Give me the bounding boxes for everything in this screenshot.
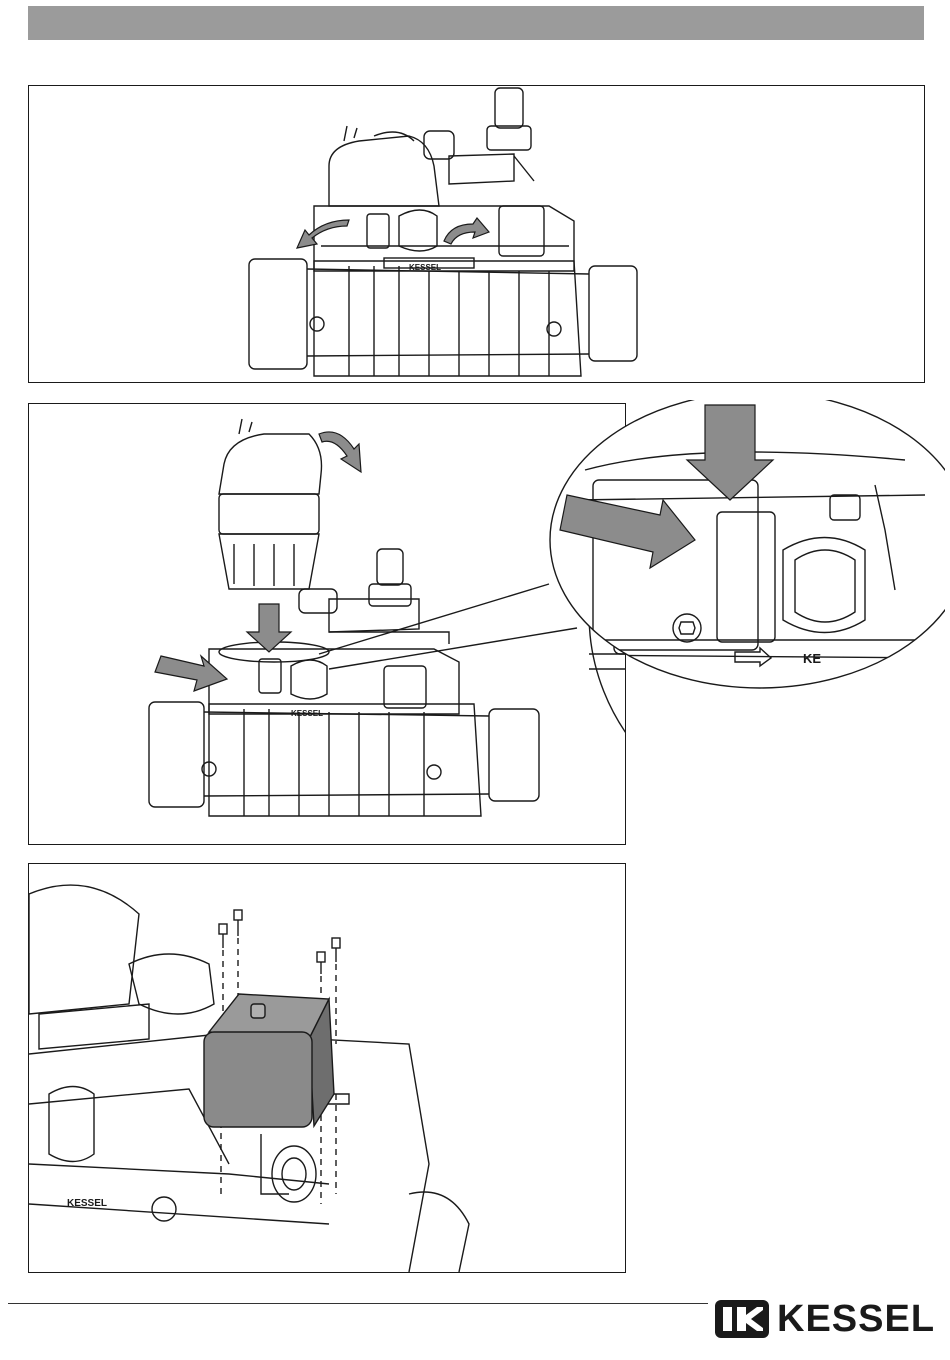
kessel-logo-text: KESSEL xyxy=(777,1299,935,1339)
figure-2-zoom-detail: KE xyxy=(545,400,945,700)
header-bar xyxy=(28,6,924,40)
figure-1-panel: KESSEL xyxy=(28,85,925,383)
zoom-kessel-label: KE xyxy=(803,651,821,666)
figure-1-drawing: KESSEL xyxy=(29,86,924,382)
figure-2-panel: KESSEL xyxy=(28,403,626,845)
kessel-logo-mark xyxy=(713,1298,773,1340)
footer-rule xyxy=(8,1303,708,1304)
figure-3-label-group: KESSEL xyxy=(67,1198,107,1209)
figure-3-panel: KESSEL xyxy=(28,863,626,1273)
figure-3-kessel-label: KESSEL xyxy=(67,1198,107,1209)
figure-3-drawing: KESSEL xyxy=(29,864,625,1272)
figure-1-kessel-label: KESSEL xyxy=(409,263,441,272)
figure-2-drawing: KESSEL xyxy=(29,404,625,844)
kessel-logo: KESSEL xyxy=(713,1298,927,1340)
figure-2-kessel-label: KESSEL xyxy=(291,709,323,718)
figure-2-label-group: KESSEL xyxy=(291,709,323,718)
figure-1-label-group: KESSEL xyxy=(409,263,441,272)
